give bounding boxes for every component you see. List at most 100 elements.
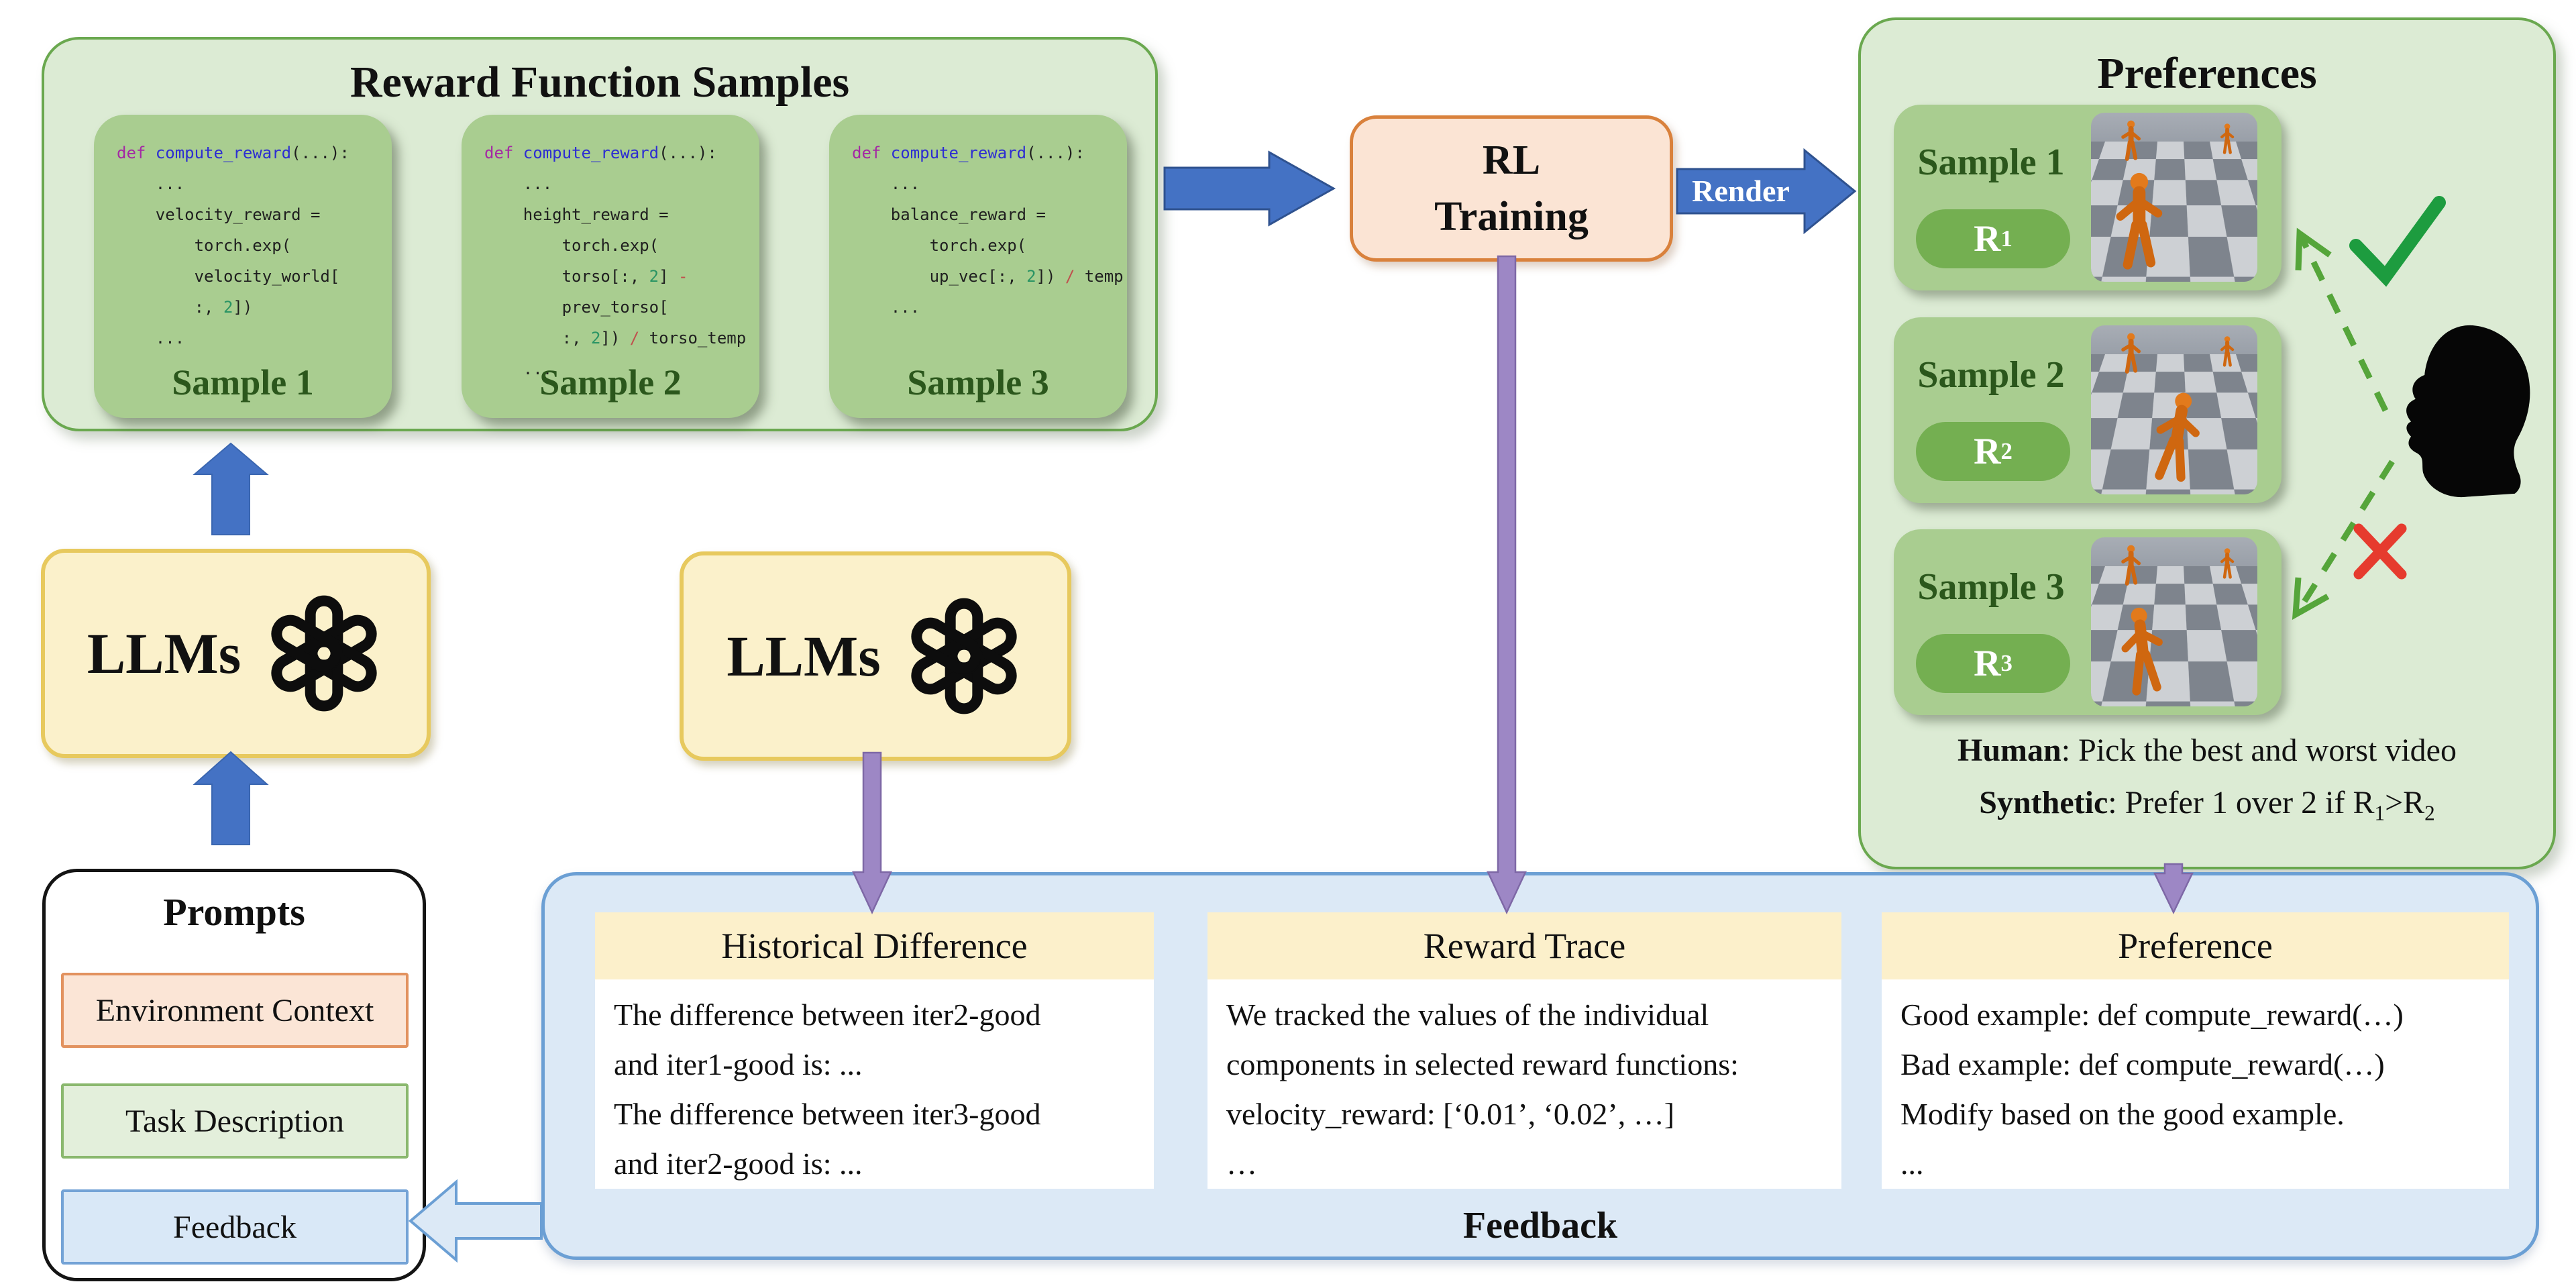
preference-sample-label: Sample 3 bbox=[1917, 566, 2065, 608]
reward-sample-code: def compute_reward(...): ... velocity_re… bbox=[117, 138, 392, 354]
code-line: velocity_reward = bbox=[117, 205, 321, 224]
humanoid-icon bbox=[2220, 548, 2235, 579]
prompt-item-task: Task Description bbox=[61, 1083, 409, 1159]
feedback-section-header: Preference bbox=[1882, 912, 2509, 979]
feedback-section-body: The difference between iter2-good and ite… bbox=[595, 979, 1154, 1189]
feedback-section-header: Historical Difference bbox=[595, 912, 1154, 979]
humanoid-icon bbox=[2121, 120, 2141, 161]
code-line: def compute_reward(...): bbox=[852, 144, 1085, 162]
llms-left-label: LLMs bbox=[87, 621, 241, 686]
prompt-item-env: Environment Context bbox=[61, 973, 409, 1048]
code-line: balance_reward = bbox=[852, 205, 1046, 224]
code-line: def compute_reward(...): bbox=[117, 144, 350, 162]
code-line: torch.exp( bbox=[852, 236, 1027, 255]
humanoid-icon bbox=[2116, 172, 2163, 270]
render-arrow-label: Render bbox=[1692, 174, 1790, 208]
prompt-item-fb: Feedback bbox=[61, 1189, 409, 1265]
openai-logo-icon bbox=[911, 598, 1017, 714]
humanoid-icon bbox=[2121, 607, 2163, 696]
feedback-body-line: … bbox=[1226, 1146, 1257, 1181]
llms-box-left: LLMs bbox=[41, 549, 431, 758]
human-head-icon bbox=[2406, 325, 2530, 498]
preferences-title: Preferences bbox=[2097, 49, 2317, 98]
preference-note-line: Human: Pick the best and worst video bbox=[1957, 733, 2457, 768]
feedback-section-body: We tracked the values of the individual c… bbox=[1208, 979, 1841, 1189]
preference-sample-label: Sample 1 bbox=[1917, 142, 2065, 183]
prompts-title: Prompts bbox=[163, 890, 305, 934]
reward-sample-code: def compute_reward(...): ... balance_rew… bbox=[852, 138, 1127, 323]
feedback-body-line: Modify based on the good example. bbox=[1900, 1097, 2345, 1131]
reward-sample-card: def compute_reward(...): ... velocity_re… bbox=[94, 115, 392, 418]
code-line: ... bbox=[117, 174, 185, 193]
code-line: up_vec[:, 2]) / temp bbox=[852, 267, 1124, 286]
code-line: ... bbox=[852, 298, 920, 317]
feedback-body-line: The difference between iter3-good bbox=[614, 1097, 1041, 1131]
feedback-body-line: and iter2-good is: ... bbox=[614, 1146, 863, 1181]
feedback-section-body: Good example: def compute_reward(…) Bad e… bbox=[1882, 979, 2509, 1189]
code-line: ... bbox=[484, 174, 553, 193]
feedback-container: Historical Difference The difference bet… bbox=[541, 872, 2539, 1260]
code-line: ... bbox=[117, 329, 185, 347]
humanoid-icon bbox=[2155, 392, 2200, 482]
feedback-body-line: Bad example: def compute_reward(…) bbox=[1900, 1047, 2385, 1081]
code-line: height_reward = bbox=[484, 205, 669, 224]
feedback-body-line: velocity_reward: [‘0.01’, ‘0.02’, …] bbox=[1226, 1097, 1675, 1131]
sample-video-thumbnail bbox=[2091, 537, 2257, 706]
rl-training-box: RL Training bbox=[1350, 115, 1673, 262]
feedback-section-preference: Preference Good example: def compute_rew… bbox=[1882, 912, 2509, 1189]
preference-note-line: Synthetic: Prefer 1 over 2 if R1>R2 bbox=[1979, 785, 2435, 825]
reward-function-samples-box: Reward Function Samples def compute_rewa… bbox=[42, 37, 1158, 431]
feedback-body-line: ... bbox=[1900, 1146, 1924, 1181]
reward-sample-card: def compute_reward(...): ... height_rewa… bbox=[462, 115, 759, 418]
feedback-section-header: Reward Trace bbox=[1208, 912, 1841, 979]
feedback-body-line: We tracked the values of the individual bbox=[1226, 998, 1709, 1032]
code-line: velocity_world[ bbox=[117, 267, 340, 286]
code-line: :, 2]) bbox=[117, 298, 253, 317]
openai-logo-icon bbox=[271, 595, 377, 712]
rl-training-line2: Training bbox=[1434, 194, 1589, 239]
feedback-body-line: Good example: def compute_reward(…) bbox=[1900, 998, 2404, 1032]
code-line: :, 2]) / torso_temp bbox=[484, 329, 747, 347]
reward-sample-cards: def compute_reward(...): ... velocity_re… bbox=[94, 115, 1127, 418]
sample-video-thumbnail bbox=[2091, 325, 2257, 494]
code-line: torch.exp( bbox=[484, 236, 659, 255]
arrow-feedback-to-prompts bbox=[408, 1179, 543, 1263]
reward-function-samples-title: Reward Function Samples bbox=[350, 58, 850, 107]
arrow-samples-to-rl bbox=[1163, 150, 1336, 227]
preference-sample-label: Sample 2 bbox=[1917, 354, 2065, 396]
arrow-llms-to-samples bbox=[193, 442, 269, 535]
feedback-section-historical-difference: Historical Difference The difference bet… bbox=[595, 912, 1154, 1189]
feedback-body-line: and iter1-good is: ... bbox=[614, 1047, 863, 1081]
reward-sample-code: def compute_reward(...): ... height_rewa… bbox=[484, 138, 759, 384]
feedback-body-line: The difference between iter2-good bbox=[614, 998, 1041, 1032]
reward-sample-label: Sample 2 bbox=[539, 362, 682, 403]
feedback-section-reward-trace: Reward Trace We tracked the values of th… bbox=[1208, 912, 1841, 1189]
code-line: prev_torso[ bbox=[484, 298, 669, 317]
llms-middle-label: LLMs bbox=[727, 624, 881, 688]
feedback-body-line: components in selected reward functions: bbox=[1226, 1047, 1739, 1081]
humanoid-icon bbox=[2121, 545, 2141, 586]
sample-video-thumbnail bbox=[2091, 113, 2257, 282]
humanoid-icon bbox=[2220, 123, 2235, 154]
humanoid-icon bbox=[2220, 336, 2235, 367]
reward-sample-label: Sample 3 bbox=[907, 362, 1049, 403]
arrow-prompts-to-llms bbox=[193, 751, 269, 845]
feedback-title: Feedback bbox=[1462, 1205, 1618, 1246]
code-line: torso[:, 2] - bbox=[484, 267, 688, 286]
reward-sample-label: Sample 1 bbox=[172, 362, 314, 403]
code-line: ... bbox=[852, 174, 920, 193]
reward-sample-card: def compute_reward(...): ... balance_rew… bbox=[829, 115, 1127, 418]
arrow-rl-to-reward-trace bbox=[1487, 255, 1527, 914]
humanoid-icon bbox=[2121, 333, 2141, 374]
rl-training-line1: RL bbox=[1482, 138, 1541, 183]
